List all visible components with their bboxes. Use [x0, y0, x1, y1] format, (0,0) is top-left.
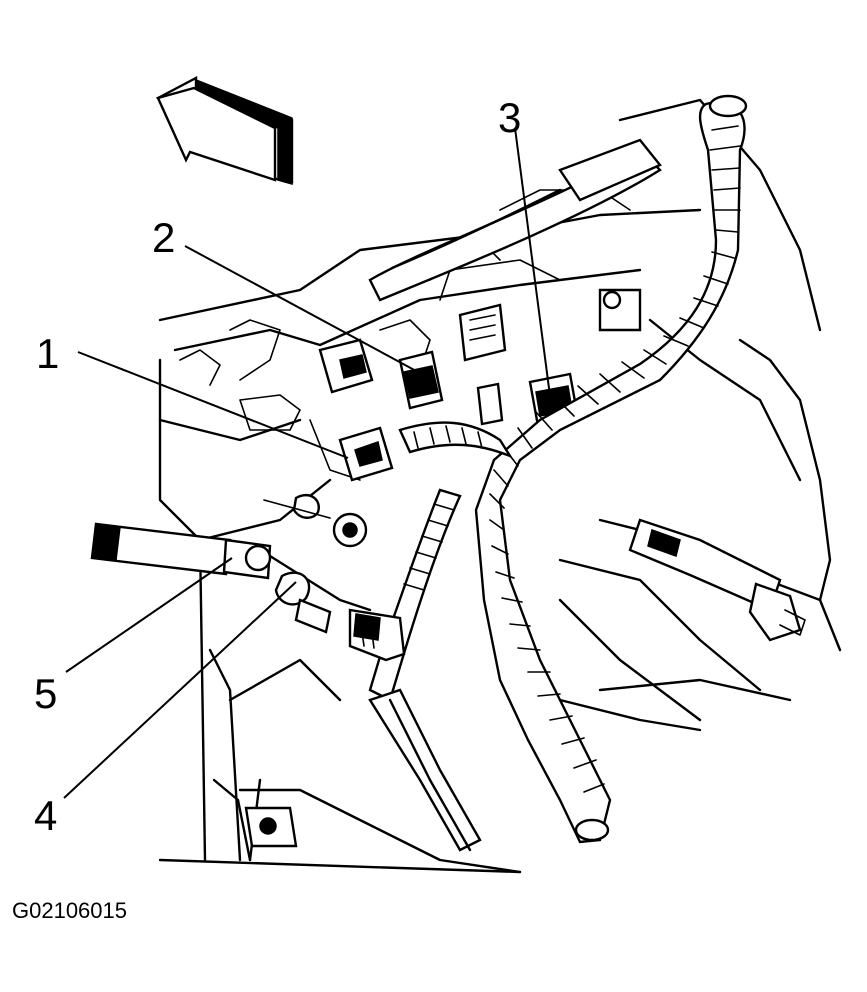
- fuel-rail: [368, 138, 662, 362]
- direction-arrow-icon: [155, 76, 294, 185]
- leader-lines: [63, 127, 551, 799]
- callout-4: 4: [34, 792, 57, 839]
- callout-1: 1: [36, 330, 59, 377]
- callout-2: 2: [152, 214, 175, 261]
- callout-3: 3: [498, 94, 521, 141]
- connector-cluster: [318, 338, 580, 482]
- right-sensor: [628, 518, 806, 642]
- callout-5: 5: [34, 670, 57, 717]
- wiring-harness: [368, 94, 748, 852]
- lower-bracket: [212, 778, 298, 862]
- figure-code: G02106015: [12, 898, 127, 923]
- sensor-assembly: [90, 493, 406, 662]
